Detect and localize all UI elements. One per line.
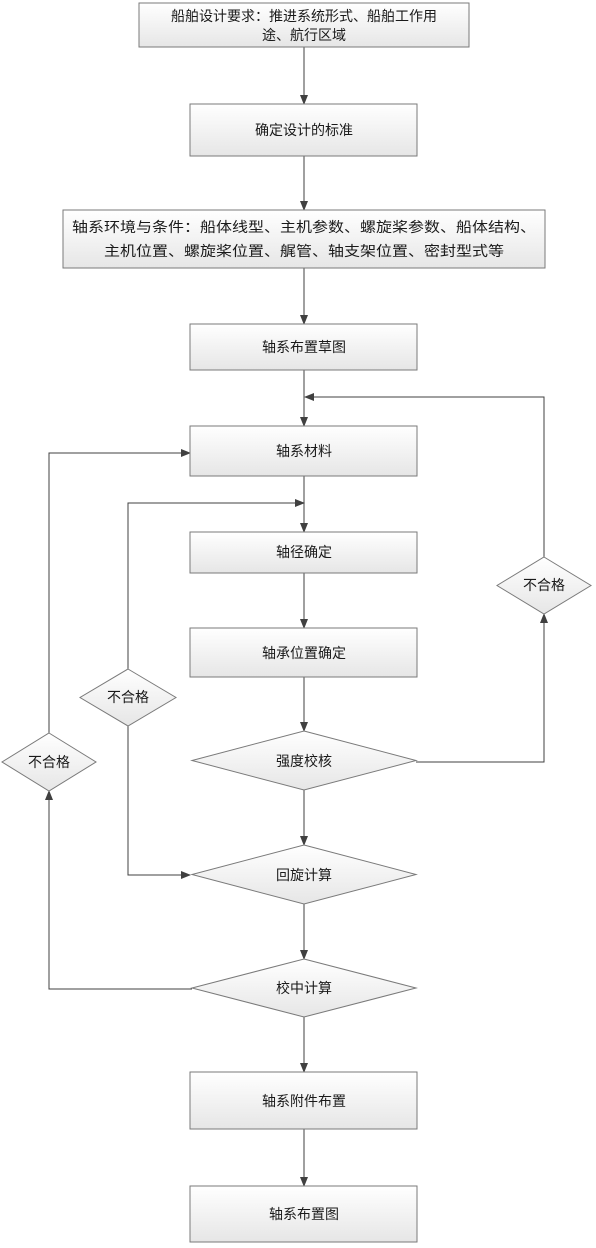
label-fail-right: 不合格 [523,578,565,594]
edges [45,47,548,1187]
edge-fail-right-material [304,393,545,557]
label-standard: 确定设计的标准 [255,123,353,139]
diamond-whirling [190,844,418,905]
label-fittings: 轴系附件布置 [262,1094,346,1110]
node-fail-right: 不合格 [496,556,592,615]
node-bearing: 轴承位置确定 [189,627,418,678]
box-conditions [62,209,546,269]
diamond-fail-middle [79,668,177,727]
label-conditions-line-1: 轴系环境与条件：船体线型、主机参数、螺旋桨参数、船体结构、 [72,219,536,236]
label-layout: 轴系布置图 [269,1207,339,1223]
box-requirements [138,2,470,48]
label-requirements-line-2: 途、航行区域 [262,27,346,44]
diamond-alignment [190,958,418,1018]
node-conditions: 轴系环境与条件：船体线型、主机参数、螺旋桨参数、船体结构、 主机位置、螺旋桨位置… [62,209,546,269]
edge-alignment-fail-left [45,790,192,990]
label-fail-left: 不合格 [28,755,70,771]
node-material: 轴系材料 [189,425,418,477]
label-whirling: 回旋计算 [276,868,332,884]
node-standard: 确定设计的标准 [189,103,418,157]
box-diameter [189,531,418,574]
edge-strength-fail-right [416,613,548,763]
diamond-fail-right [496,556,592,615]
node-strength: 强度校核 [190,730,418,791]
label-material: 轴系材料 [276,444,332,460]
node-whirling: 回旋计算 [190,844,418,905]
box-layout [189,1185,418,1243]
edge-fail-middle-diameter [127,499,305,669]
box-bearing [189,627,418,678]
node-alignment: 校中计算 [190,958,418,1018]
node-fittings: 轴系附件布置 [189,1071,418,1130]
edge-fail-middle-whirling [127,726,191,879]
node-fail-left: 不合格 [1,732,97,792]
label-conditions-line-2: 主机位置、螺旋桨位置、艉管、轴支架位置、密封型式等 [104,243,504,260]
label-requirements-line-1: 船舶设计要求：推进系统形式、船舶工作用 [171,9,437,25]
edge-fail-left-material [48,449,191,733]
box-material [189,425,418,477]
label-alignment: 校中计算 [276,980,332,997]
label-strength: 强度校核 [276,753,332,770]
box-sketch [189,323,418,371]
node-requirements: 船舶设计要求：推进系统形式、船舶工作用 途、航行区域 [138,2,470,48]
node-fail-middle: 不合格 [79,668,177,727]
label-bearing: 轴承位置确定 [262,646,346,662]
label-diameter: 轴径确定 [276,545,332,561]
box-fittings [189,1071,418,1130]
node-sketch: 轴系布置草图 [189,323,418,371]
label-fail-middle: 不合格 [107,690,149,706]
label-sketch: 轴系布置草图 [262,340,346,356]
diamond-strength [190,730,418,791]
node-diameter: 轴径确定 [189,531,418,574]
diamond-fail-left [1,732,97,792]
node-layout: 轴系布置图 [189,1185,418,1243]
box-standard [189,103,418,157]
